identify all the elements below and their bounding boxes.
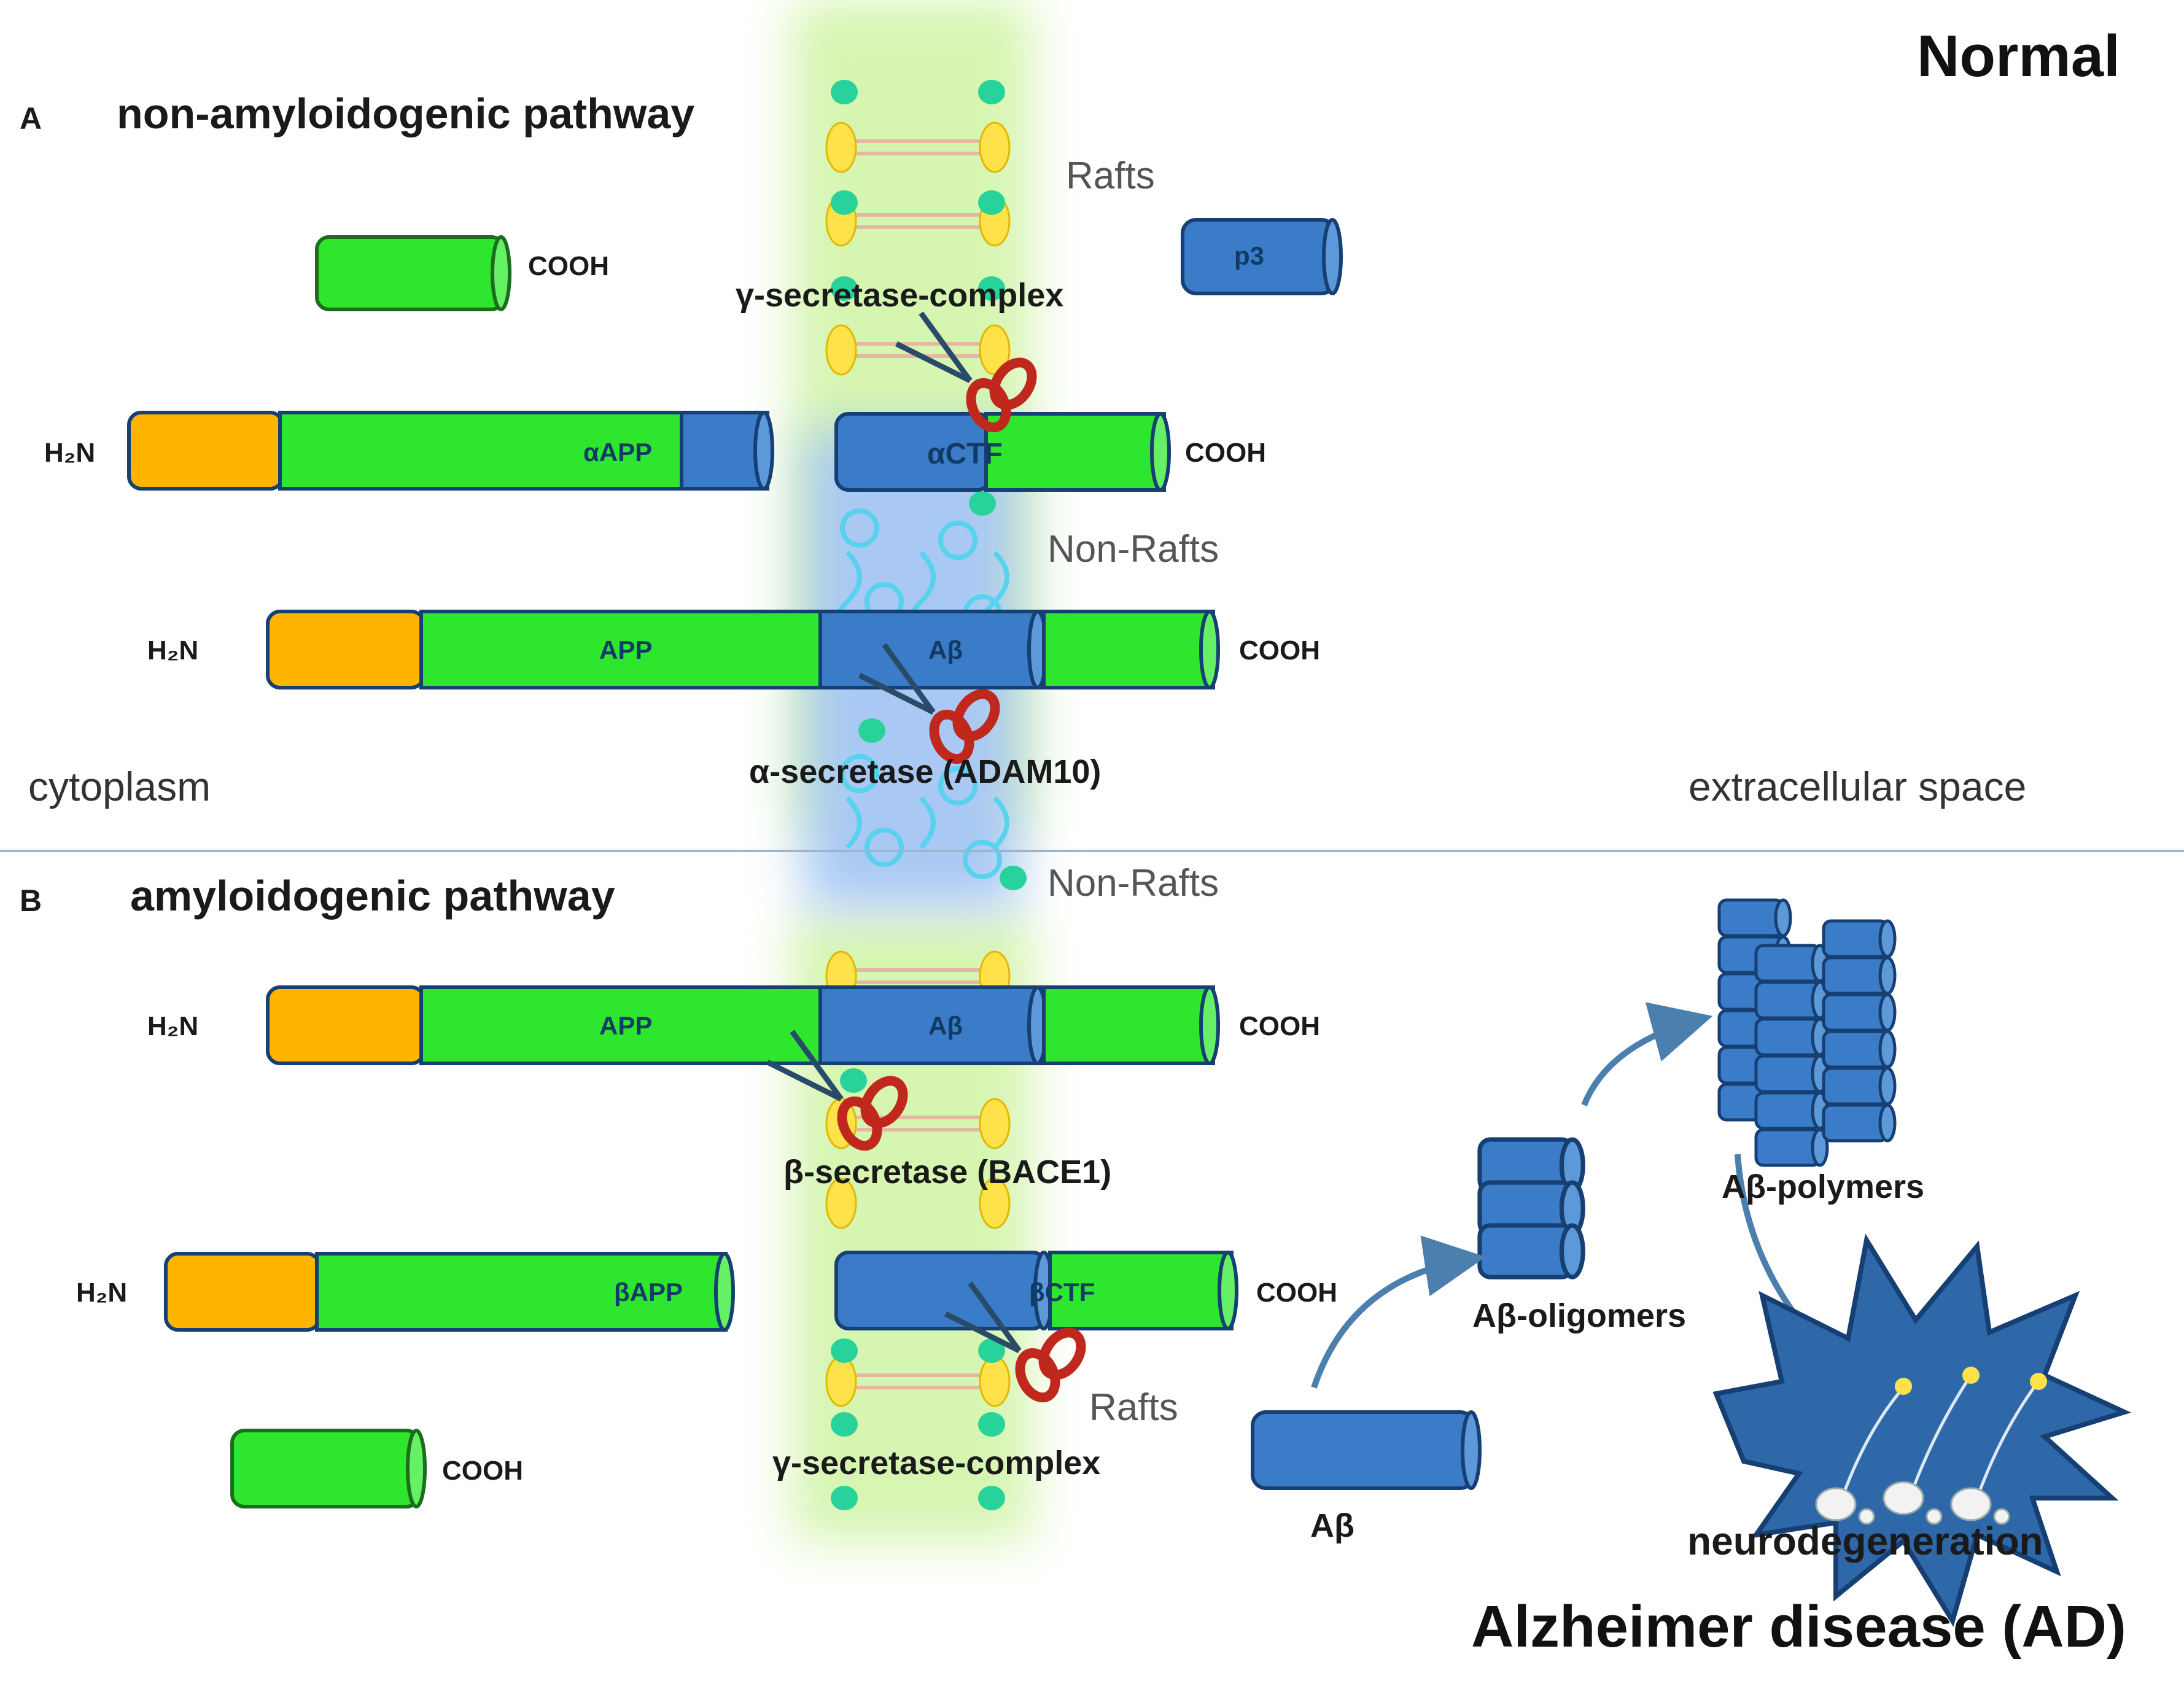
cooh-app-a: COOH	[1239, 635, 1320, 666]
non-rafts-label-a: Non-Rafts	[1047, 528, 1219, 570]
arrow-to-polymers	[1581, 1002, 1713, 1106]
section-divider	[0, 850, 2184, 852]
normal-label: Normal	[1917, 23, 2120, 89]
cooh-bctf: COOH	[1256, 1278, 1337, 1308]
p3-fragment	[1181, 218, 1343, 295]
h2n-app-b: H₂N	[147, 1011, 199, 1041]
h2n-bapp: H₂N	[76, 1278, 128, 1308]
beta-secretase-label: β-secretase (BACE1)	[783, 1154, 1112, 1190]
app-label-b: APP	[599, 1011, 653, 1040]
app-label-a: APP	[599, 635, 653, 664]
section-b-letter: B	[20, 883, 42, 918]
h2n-app-a: H₂N	[147, 635, 199, 666]
fragment-b-cooh	[230, 1429, 427, 1508]
non-rafts-label-b: Non-Rafts	[1047, 862, 1219, 904]
h2n-aapp: H₂N	[44, 438, 96, 468]
abeta-label-b: Aβ	[928, 1011, 963, 1040]
section-b-title: amyloidogenic pathway	[130, 872, 615, 920]
actf-molecule	[834, 412, 1171, 492]
abeta-monomer	[1251, 1410, 1482, 1490]
fragment-a-cooh	[315, 235, 511, 311]
aapp-label: αAPP	[583, 438, 653, 467]
oligomers-label: Aβ-oligomers	[1472, 1297, 1686, 1334]
bapp-label: βAPP	[614, 1278, 683, 1307]
alpha-secretase-label: α-secretase (ADAM10)	[749, 753, 1102, 790]
extracellular-label: extracellular space	[1689, 764, 2027, 809]
cooh-fragment-b: COOH	[442, 1456, 523, 1486]
actf-label: αCTF	[927, 438, 1003, 470]
abeta-polymer-stack	[1719, 900, 1895, 1165]
rafts-label-b: Rafts	[1089, 1386, 1178, 1429]
p3-label: p3	[1234, 241, 1265, 270]
cooh-actf: COOH	[1185, 438, 1266, 468]
cooh-app-b: COOH	[1239, 1011, 1320, 1041]
arrow-to-oligomers	[1311, 1235, 1486, 1389]
rafts-label-a: Rafts	[1066, 155, 1155, 197]
abeta-monomer-label: Aβ	[1310, 1507, 1354, 1544]
abeta-label-a: Aβ	[928, 635, 963, 664]
aapp-molecule	[127, 411, 774, 491]
gamma-secretase-label-b: γ-secretase-complex	[772, 1445, 1101, 1481]
polymers-label: Aβ-polymers	[1722, 1168, 1925, 1205]
bctf-label: βCTF	[1029, 1278, 1095, 1307]
disease-label: Alzheimer disease (AD)	[1471, 1594, 2127, 1660]
bapp-molecule	[164, 1252, 735, 1332]
app-molecule-a	[266, 610, 1220, 689]
gamma-secretase-label-a: γ-secretase-complex	[736, 277, 1064, 314]
section-a-letter: A	[20, 101, 42, 136]
cooh-fragment-a: COOH	[528, 251, 609, 281]
app-molecule-b	[266, 985, 1220, 1065]
arrow-to-neurodegeneration	[1735, 1154, 1802, 1322]
abeta-oligomer-stack	[1480, 1140, 1583, 1277]
section-a-title: non-amyloidogenic pathway	[117, 90, 695, 138]
cytoplasm-label: cytoplasm	[28, 764, 211, 809]
neurodegeneration-burst	[1712, 1233, 2132, 1627]
neurodegeneration-label: neurodegeneration	[1687, 1519, 2043, 1563]
bctf-molecule	[834, 1251, 1238, 1330]
